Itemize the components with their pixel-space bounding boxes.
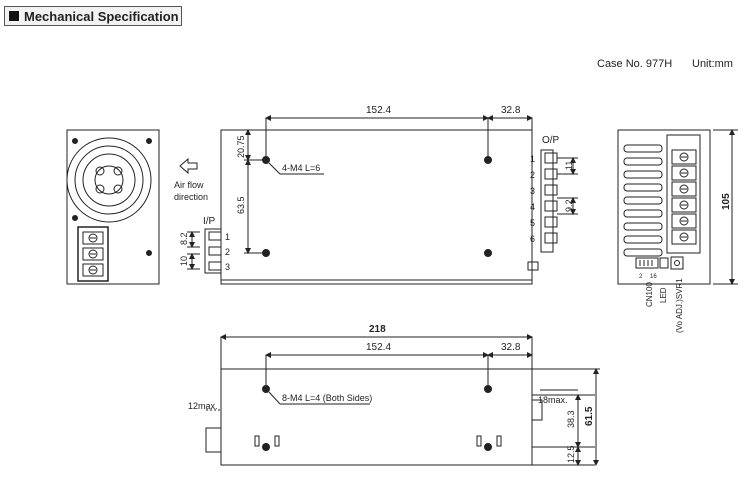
dim-152-4-bottom: 152.4 [366,342,391,353]
ip-pin-2: 2 [225,247,230,257]
ip-pin-3: 3 [225,262,230,272]
dim-63-5: 63.5 [236,196,246,214]
op-pin-4: 4 [530,202,535,212]
airflow-label-1: Air flow [174,180,204,190]
bullet-square-icon [9,11,19,21]
cn100-label: CN100 [645,282,654,307]
ip-label: I/P [203,216,216,227]
connector-pin-2: 2 [639,274,643,280]
op-pin-3: 3 [530,186,535,196]
connector-pin-16: 16 [650,274,657,280]
section-title-text: Mechanical Specification [24,8,179,24]
ip-pin-1: 1 [225,232,230,242]
op-label: O/P [542,135,560,146]
dim-8-2: 8.2 [179,232,189,245]
dim-105: 105 [721,193,732,210]
dim-12-5: 12.5 [566,445,576,463]
top-view [187,115,578,285]
dim-9-2: 9.2 [564,199,574,212]
op-pin-1: 1 [530,154,535,164]
dim-11: 11 [564,161,574,170]
bottom-view [205,334,600,466]
svr1-label: (Vo ADJ.)SVR1 [675,278,684,333]
dim-32-8-top: 32.8 [501,105,521,116]
fan-end-view [66,129,160,285]
dim-218: 218 [369,324,386,335]
dim-12max: 12max. [188,401,218,411]
dim-38-3: 38.3 [566,410,576,428]
dim-152-4-top: 152.4 [366,105,391,116]
dim-18max: 18max. [538,395,568,405]
screw-note-top: 4-M4 L=6 [282,163,320,173]
unit-label: Unit:mm [692,58,733,70]
case-number: Case No. 977H [597,58,673,70]
airflow-label-2: direction [174,192,208,202]
dim-10: 10 [179,256,189,266]
dim-32-8-bottom: 32.8 [501,342,521,353]
section-title: Mechanical Specification [4,6,182,26]
op-pin-2: 2 [530,170,535,180]
screw-note-bottom: 8-M4 L=4 (Both Sides) [282,393,372,403]
dim-61-5: 61.5 [584,406,595,426]
output-end-view [617,129,738,285]
op-pin-6: 6 [530,234,535,244]
led-label: LED [659,287,668,303]
airflow-arrow-icon [179,157,198,175]
dim-20-75: 20.75 [236,135,246,158]
op-pin-5: 5 [530,218,535,228]
